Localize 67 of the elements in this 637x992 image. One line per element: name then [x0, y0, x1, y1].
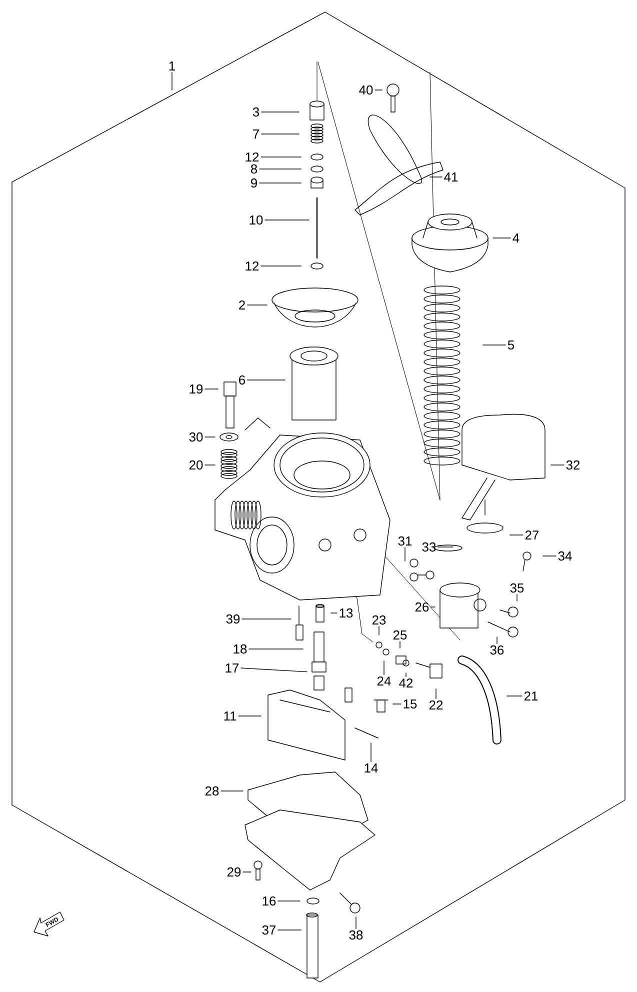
callout-number: 22: [429, 700, 443, 710]
callout-number: 37: [262, 925, 276, 935]
leader-line: [260, 156, 302, 158]
callout-number: 12: [246, 152, 259, 162]
callout-number: 30: [189, 432, 203, 442]
callout-number: 9: [251, 178, 257, 188]
callout-number: 41: [444, 172, 458, 182]
callout-number: 34: [558, 551, 572, 561]
callout-number: 5: [508, 340, 514, 350]
leader-line: [510, 534, 524, 536]
leader-line: [330, 612, 338, 614]
callout-number: 42: [399, 678, 413, 688]
callout-number: 6: [239, 375, 246, 385]
leader-line: [240, 668, 308, 672]
callout-number: 29: [227, 867, 241, 877]
callout-number: 20: [189, 460, 203, 470]
callout-number: 39: [226, 614, 240, 624]
leader-line: [482, 344, 506, 346]
callout-number: 10: [250, 215, 263, 225]
leader-line: [378, 626, 380, 636]
callout-number: 12: [246, 261, 259, 271]
leader-line: [247, 304, 268, 306]
leader-line: [430, 606, 436, 608]
callout-number: 17: [226, 664, 239, 672]
callout-number: 21: [524, 691, 538, 701]
leader-line: [404, 547, 406, 562]
callout-number: 24: [377, 676, 391, 686]
callout-number: 18: [234, 644, 247, 654]
callout-number: 19: [190, 384, 203, 394]
callout-number: 3: [252, 107, 260, 117]
callout-number: 23: [372, 615, 386, 625]
leader-line: [496, 636, 498, 644]
callout-number: 14: [364, 764, 378, 772]
leader-line: [438, 546, 454, 548]
leader-line: [204, 388, 218, 390]
leader-line: [370, 742, 372, 762]
callout-number: 38: [349, 930, 363, 940]
callout-number: 40: [359, 85, 373, 95]
leader-line: [242, 618, 292, 620]
callout-number: 28: [205, 786, 219, 796]
callout-number: 15: [404, 700, 417, 709]
callout-number: 11: [224, 712, 236, 720]
callout-number: 31: [398, 536, 412, 546]
callout-number: 7: [253, 130, 259, 138]
leader-line: [259, 182, 302, 184]
leader-line: [220, 790, 244, 792]
callout-number: 8: [250, 164, 258, 174]
leader-line: [430, 176, 442, 178]
callout-number: 27: [525, 530, 539, 540]
callout-number: 35: [510, 583, 524, 593]
leader-line: [550, 464, 564, 466]
leader-line: [278, 900, 300, 902]
leader-line: [259, 168, 302, 170]
callout-number: 26: [415, 602, 429, 612]
callout-number: 16: [262, 896, 276, 906]
callout-number: 36: [490, 645, 504, 655]
callout-number: 13: [340, 608, 353, 618]
callout-number: 32: [566, 460, 580, 470]
callout-number: 2: [239, 300, 245, 310]
leader-line: [516, 594, 518, 602]
callout-number: 4: [512, 234, 520, 242]
leader-line: [204, 464, 216, 466]
callout-number: 25: [393, 630, 407, 640]
callout-number: 1: [169, 62, 175, 70]
leader-line: [204, 436, 216, 438]
leader-line: [248, 648, 304, 650]
callout-number: 33: [422, 542, 436, 552]
